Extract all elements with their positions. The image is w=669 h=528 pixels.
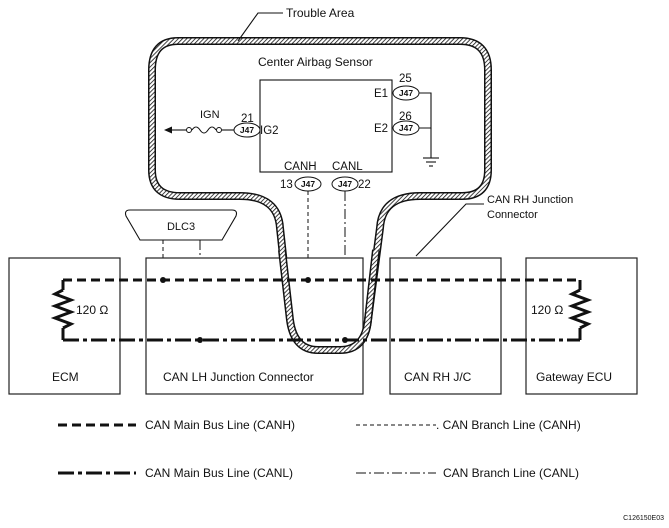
svg-text:120 Ω: 120 Ω (76, 303, 108, 317)
svg-text:Gateway ECU: Gateway ECU (536, 370, 612, 384)
sensor-title: Center Airbag Sensor (258, 55, 373, 69)
lh-junction-box: CAN LH Junction Connector (145, 257, 364, 395)
svg-text:CAN LH Junction Connector: CAN LH Junction Connector (163, 370, 314, 384)
junction-dot (197, 337, 203, 343)
resistor-left: 120 Ω (50, 280, 108, 340)
legend: CAN Main Bus Line (CANH) . CAN Branch Li… (58, 418, 581, 480)
svg-text:J47: J47 (338, 179, 352, 189)
trouble-area-leader (237, 12, 283, 42)
pin-e2: 26 E2 J47 (374, 111, 420, 136)
ign-fuse-line: IGN (164, 109, 234, 134)
svg-text:E1: E1 (374, 88, 388, 100)
legend-branch-canh: . CAN Branch Line (CANH) (356, 418, 581, 432)
svg-text:CAN Main Bus Line (CANH): CAN Main Bus Line (CANH) (145, 418, 295, 432)
pin-canh: CANH 13 J47 (280, 161, 322, 192)
ign-label: IGN (200, 109, 220, 121)
svg-text:J47: J47 (399, 123, 413, 133)
rh-junction-connector-label: CAN RH Junction (487, 194, 573, 206)
trouble-area-label: Trouble Area (286, 6, 355, 20)
junction-dot (342, 337, 348, 343)
arrow-left-icon (164, 126, 172, 134)
svg-text:J47: J47 (240, 125, 254, 135)
svg-text:25: 25 (399, 73, 412, 85)
junction-dot (305, 277, 311, 283)
dlc3-connector: DLC3 (124, 209, 238, 241)
svg-text:CANL: CANL (332, 161, 363, 173)
svg-text:CAN Branch Line (CANL): CAN Branch Line (CANL) (443, 466, 579, 480)
rh-jc-box: CAN RH J/C (389, 257, 502, 395)
svg-text:J47: J47 (399, 88, 413, 98)
junction-dot (160, 277, 166, 283)
svg-text:21: 21 (241, 113, 254, 125)
svg-text:J47: J47 (301, 179, 315, 189)
ground-wiring (419, 92, 439, 167)
svg-text:ECM: ECM (52, 370, 79, 384)
pin-canl: CANL 22 J47 (331, 161, 371, 192)
trouble-area-outline-lower (278, 249, 380, 354)
sensor-body (259, 79, 393, 173)
pin-e1: 25 E1 J47 (374, 73, 420, 101)
svg-text:CAN Main Bus Line (CANL): CAN Main Bus Line (CANL) (145, 466, 293, 480)
rh-junction-connector-label-2: Connector (487, 209, 538, 221)
legend-branch-canl: CAN Branch Line (CANL) (356, 466, 579, 480)
rh-junction-leader (415, 203, 484, 257)
svg-text:CAN RH J/C: CAN RH J/C (404, 370, 472, 384)
svg-text:26: 26 (399, 111, 412, 123)
svg-text:. CAN Branch Line (CANH): . CAN Branch Line (CANH) (436, 418, 581, 432)
legend-main-canh: CAN Main Bus Line (CANH) (58, 418, 295, 432)
svg-text:CANH: CANH (284, 161, 317, 173)
svg-text:IG2: IG2 (260, 125, 279, 137)
svg-text:22: 22 (358, 179, 371, 191)
figure-code: C126150E03 (623, 515, 664, 522)
resistor-right: 120 Ω (531, 280, 593, 340)
svg-text:13: 13 (280, 179, 293, 191)
svg-text:DLC3: DLC3 (167, 221, 195, 233)
legend-main-canl: CAN Main Bus Line (CANL) (58, 466, 293, 480)
svg-text:E2: E2 (374, 123, 388, 135)
pin-ig2: 21 IG2 J47 (233, 113, 279, 138)
svg-text:120 Ω: 120 Ω (531, 303, 563, 317)
